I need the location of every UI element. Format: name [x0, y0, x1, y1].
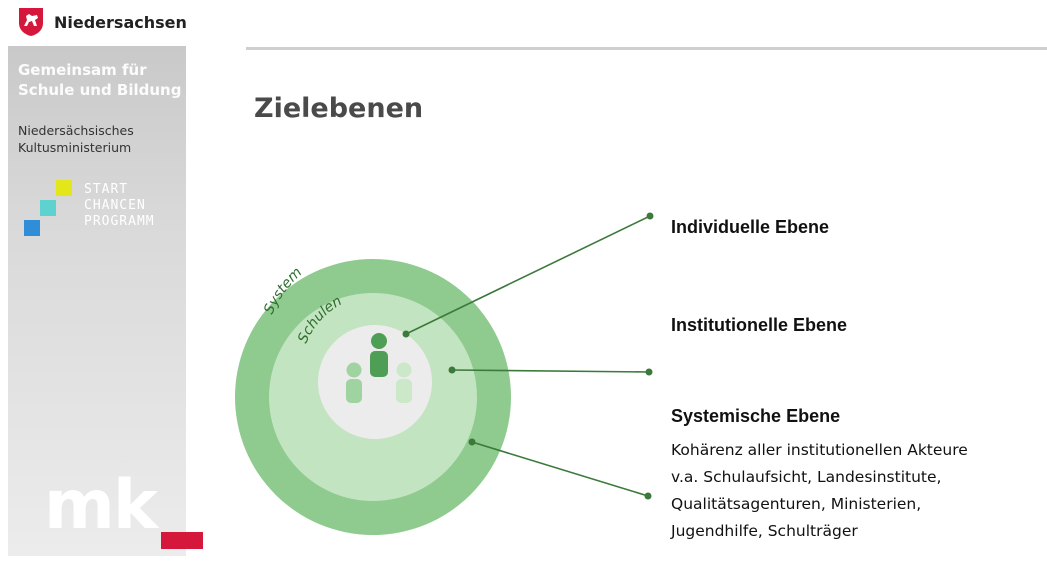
sidebar: Gemeinsam für Schule und Bildung Nieders… [8, 46, 186, 556]
level-label-individuelle: Individuelle Ebene [671, 217, 830, 237]
person-icon-left [346, 362, 362, 403]
startchancen-logo: START CHANCEN PROGRAMM [22, 180, 182, 240]
person-icon-right [396, 362, 412, 403]
niedersachsen-horse-crest-icon [19, 8, 43, 36]
startchancen-line-3: PROGRAMM [84, 214, 155, 229]
description-line-4: Jugendhilfe, Schulträger [671, 522, 858, 540]
description-line-2: v.a. Schulaufsicht, Landesinstitute, [671, 468, 942, 486]
connector-systemische [468, 438, 652, 500]
level-label-systemische: Systemische Ebene [671, 406, 841, 426]
description-line-1: Kohärenz aller institutionellen Akteure [671, 441, 968, 459]
mk-logo: mk [44, 466, 158, 545]
ministry-line-1: Niedersächsisches [18, 123, 134, 138]
startchancen-yellow-square-icon [56, 180, 72, 196]
tagline-line-1: Gemeinsam für [18, 61, 147, 79]
level-label-institutionelle: Institutionelle Ebene [671, 315, 848, 335]
person-icon-center [370, 333, 388, 377]
connector-individuelle [402, 212, 654, 338]
ministry-line-2: Kultusministerium [18, 140, 132, 155]
sidebar-tagline: Gemeinsam für Schule und Bildung [18, 60, 188, 100]
systemische-description: Kohärenz aller institutionellen Akteure … [671, 437, 1041, 545]
tagline-line-2: Schule und Bildung [18, 81, 182, 99]
startchancen-teal-square-icon [40, 200, 56, 216]
page-title: Zielebenen [254, 93, 424, 124]
ministry-name: Niedersächsisches Kultusministerium [18, 122, 188, 156]
startchancen-line-2: CHANCEN [84, 198, 146, 213]
mk-logo-red-bar [161, 532, 203, 549]
description-line-3: Qualitätsagenturen, Ministerien, [671, 495, 922, 513]
brand-name: Niedersachsen [54, 12, 187, 32]
startchancen-line-1: START [84, 182, 129, 197]
startchancen-text: START CHANCEN PROGRAMM [84, 182, 155, 230]
inner-circle-individuals [318, 325, 432, 439]
startchancen-blue-square-icon [24, 220, 40, 236]
brand-header: Niedersachsen [18, 6, 187, 38]
header-divider [246, 47, 1047, 50]
connector-institutionelle [448, 366, 653, 376]
